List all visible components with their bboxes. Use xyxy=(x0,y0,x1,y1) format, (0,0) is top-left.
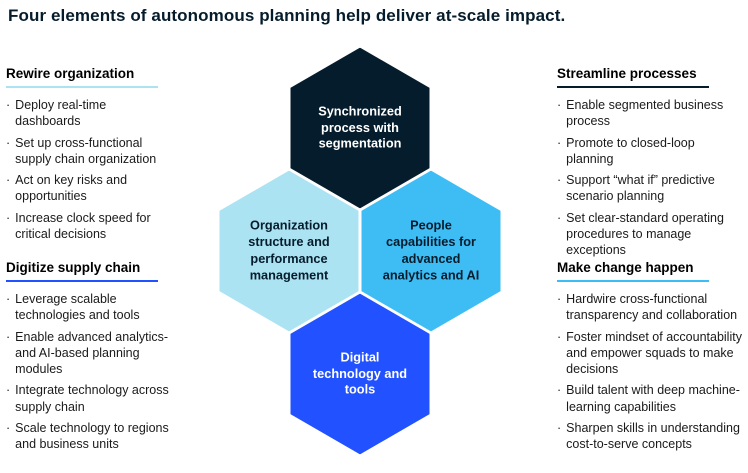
list-item: · Enable advanced analytics- and AI-base… xyxy=(6,329,174,378)
list-item: · Increase clock speed for critical deci… xyxy=(6,210,174,243)
bullet-marker: · xyxy=(557,292,562,306)
section-make-change-happen: Make change happen · Hardwire cross-func… xyxy=(557,260,743,457)
bullet-list: · Hardwire cross-functional transparency… xyxy=(557,291,743,452)
bullet-list: · Enable segmented business process · Pr… xyxy=(557,97,743,258)
list-item: · Set clear-standard operating procedure… xyxy=(557,210,743,259)
list-item: · Leverage scalable technologies and too… xyxy=(6,291,174,324)
list-item: · Hardwire cross-functional transparency… xyxy=(557,291,743,324)
bullet-list: · Deploy real-time dashboards · Set up c… xyxy=(6,97,174,242)
section-heading-streamline: Streamline processes xyxy=(557,66,709,88)
bullet-list: · Leverage scalable technologies and too… xyxy=(6,291,174,452)
bullet-text: Integrate technology across supply chain xyxy=(15,383,169,414)
bullet-marker: · xyxy=(6,135,11,150)
section-heading-rewire: Rewire organization xyxy=(6,66,158,88)
bullet-text: Leverage scalable technologies and tools xyxy=(15,292,140,323)
bullet-text: Scale technology to regions and business… xyxy=(15,420,169,451)
bullet-text: Increase clock speed for critical decisi… xyxy=(15,210,151,241)
list-item: · Promote to closed-loop planning xyxy=(557,135,743,168)
bullet-marker: · xyxy=(6,420,11,435)
hexagon-label: Organization structure and performance m… xyxy=(248,217,330,283)
bullet-marker: · xyxy=(557,329,562,344)
bullet-marker: · xyxy=(557,135,562,150)
hexagon-label: Synchronized process with segmentation xyxy=(318,103,402,151)
bullet-marker: · xyxy=(557,383,562,398)
list-item: · Support “what if” predictive scenario … xyxy=(557,172,743,205)
list-item: · Integrate technology across supply cha… xyxy=(6,382,174,415)
bullet-text: Enable advanced analytics- and AI-based … xyxy=(15,329,169,377)
list-item: · Build talent with deep machine-learnin… xyxy=(557,382,743,415)
section-heading-digitize: Digitize supply chain xyxy=(6,260,158,282)
bullet-text: Build talent with deep machine-learning … xyxy=(566,383,740,414)
bullet-text: Hardwire cross-functional transparency a… xyxy=(566,292,738,323)
section-digitize-supply-chain: Digitize supply chain · Leverage scalabl… xyxy=(6,260,174,457)
section-heading-make-change: Make change happen xyxy=(557,260,709,282)
bullet-text: Deploy real-time dashboards xyxy=(15,98,107,129)
bullet-marker: · xyxy=(557,173,562,187)
section-streamline-processes: Streamline processes · Enable segmented … xyxy=(557,66,743,263)
list-item: · Sharpen skills in understanding cost-t… xyxy=(557,420,743,453)
bullet-marker: · xyxy=(6,292,11,306)
bullet-text: Act on key risks and opportunities xyxy=(15,173,128,204)
bullet-text: Promote to closed-loop planning xyxy=(566,135,695,166)
section-rewire-organization: Rewire organization · Deploy real-time d… xyxy=(6,66,174,247)
bullet-marker: · xyxy=(6,329,11,344)
bullet-text: Foster mindset of accountability and emp… xyxy=(566,329,742,377)
bullet-marker: · xyxy=(6,98,11,112)
list-item: · Enable segmented business process xyxy=(557,97,743,130)
list-item: · Deploy real-time dashboards xyxy=(6,97,174,130)
list-item: · Act on key risks and opportunities xyxy=(6,172,174,205)
bullet-text: Set up cross-functional supply chain org… xyxy=(15,135,157,166)
bullet-marker: · xyxy=(6,210,11,225)
list-item: · Scale technology to regions and busine… xyxy=(6,420,174,453)
bullet-text: Sharpen skills in understanding cost-to-… xyxy=(566,420,740,451)
list-item: · Foster mindset of accountability and e… xyxy=(557,329,743,378)
bullet-marker: · xyxy=(557,420,562,435)
page-title: Four elements of autonomous planning hel… xyxy=(8,6,566,25)
list-item: · Set up cross-functional supply chain o… xyxy=(6,135,174,168)
hexagon-label: People capabilities for advanced analyti… xyxy=(382,217,480,283)
bullet-marker: · xyxy=(557,98,562,112)
bullet-marker: · xyxy=(6,383,11,398)
bullet-text: Enable segmented business process xyxy=(566,98,724,129)
bullet-text: Set clear-standard operating procedures … xyxy=(566,210,724,258)
bullet-marker: · xyxy=(557,210,562,225)
hexagon-label: Digital technology and tools xyxy=(312,349,408,397)
bullet-text: Support “what if” predictive scenario pl… xyxy=(566,173,715,204)
bullet-marker: · xyxy=(6,173,11,187)
